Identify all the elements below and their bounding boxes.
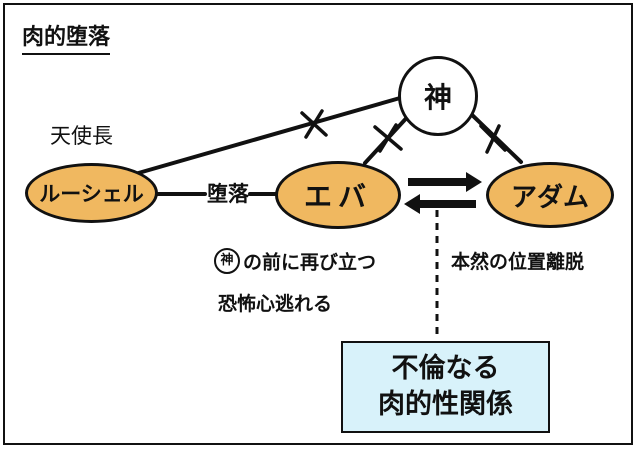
lucifer-god-line [126, 96, 402, 178]
eve-note-line1-text: の前に再び立つ [243, 251, 377, 274]
diagram-title: 肉的堕落 [22, 24, 111, 55]
lucifer-god-cross [300, 109, 328, 139]
eve-node: エバ [275, 161, 401, 229]
adam-label: アダム [510, 182, 589, 213]
god-node: 神 [398, 56, 478, 136]
relationship-line1: 不倫なる [391, 353, 500, 384]
eve-note-line2: 恐怖心逃れる [218, 293, 333, 315]
adam-god-cross [479, 124, 507, 154]
arrow-left [404, 194, 476, 214]
relationship-box: 不倫なる 肉的性関係 [341, 341, 550, 433]
fall-label: 堕落 [207, 182, 249, 206]
lucifer-label: ルーシェル [39, 182, 144, 206]
eve-god-cross [373, 123, 403, 153]
eve-note-line1: 神の前に再び立つ [214, 248, 377, 276]
lucifer-node: ルーシェル [25, 163, 158, 223]
relationship-line2: 肉的性関係 [378, 389, 513, 420]
god-circle-icon: 神 [214, 248, 240, 274]
eve-label: エバ [303, 180, 372, 213]
archangel-label: 天使長 [50, 124, 113, 148]
god-label: 神 [423, 81, 452, 114]
exchange-arrows [404, 172, 482, 214]
adam-node: アダム [486, 162, 614, 228]
arrow-right [408, 172, 482, 192]
adam-note: 本然の位置離脱 [451, 251, 585, 273]
